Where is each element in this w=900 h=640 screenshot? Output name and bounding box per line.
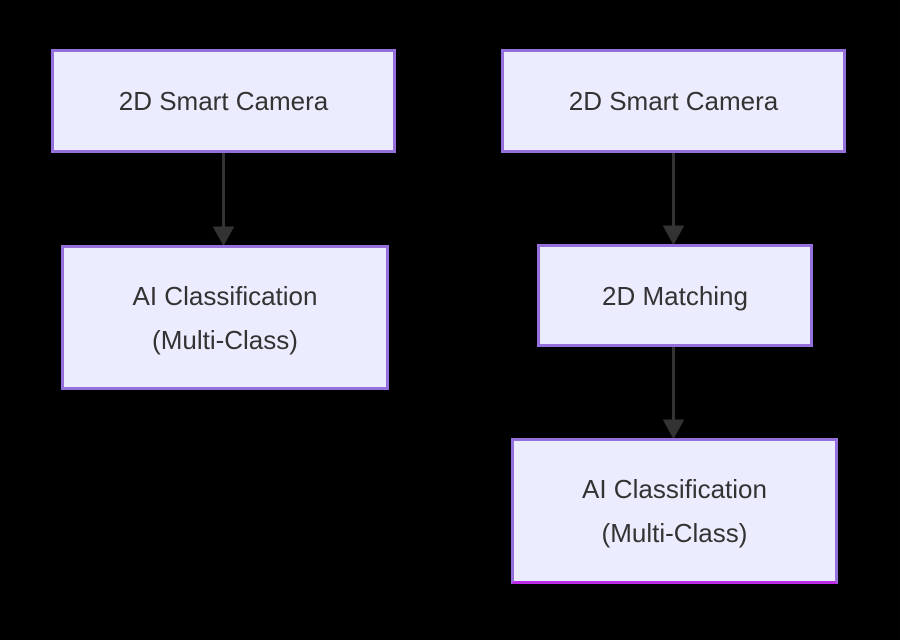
node-label-line: (Multi-Class) — [152, 324, 298, 355]
node-label-line: (Multi-Class) — [601, 518, 748, 548]
node-label-line: 2D Smart Camera — [568, 86, 779, 116]
node-label-line: AI Classification — [132, 280, 318, 311]
arrowhead-down-icon — [663, 225, 684, 245]
arrowhead-down-icon — [213, 226, 234, 246]
node-label-line: 2D Smart Camera — [118, 86, 329, 116]
node-2d-smart-camera-left: 2D Smart Camera — [51, 49, 396, 153]
node-2d-matching: 2D Matching — [537, 244, 813, 347]
node-ai-classification-left: AI Classification (Multi-Class) — [61, 245, 389, 390]
node-label-line: 2D Matching — [602, 280, 748, 311]
node-2d-smart-camera-right: 2D Smart Camera — [501, 49, 846, 153]
arrowhead-down-icon — [663, 419, 684, 439]
node-ai-classification-right: AI Classification (Multi-Class) — [511, 438, 838, 584]
node-label-line: AI Classification — [582, 474, 767, 504]
